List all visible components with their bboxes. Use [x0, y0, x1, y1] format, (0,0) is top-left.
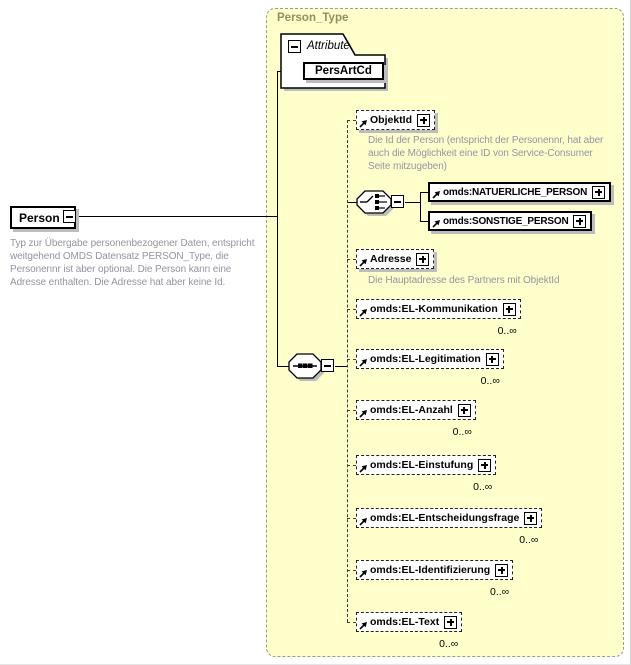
expand-icon[interactable] [416, 252, 430, 266]
element-label: ObjektId [370, 114, 413, 126]
connector-line [347, 202, 357, 203]
element-annotation: Die Hauptadresse des Partners mit Objekt… [368, 275, 560, 286]
attribute-persartcd[interactable]: PersArtCd [303, 62, 384, 80]
attribute-label: PersArtCd [315, 65, 372, 77]
reference-arrow-icon [359, 464, 368, 473]
expand-icon[interactable] [417, 113, 431, 127]
element-annotation: Die Id der Person (entspricht der Person… [368, 135, 604, 172]
reference-arrow-icon [432, 219, 441, 228]
reference-arrow-icon [432, 190, 441, 199]
expand-icon[interactable] [573, 214, 587, 228]
connector-line [420, 192, 428, 193]
element-label: omds:EL-Kommunikation [370, 303, 498, 315]
person-type-label: Person_Type [277, 12, 349, 24]
element-adresse[interactable]: Adresse [356, 249, 435, 269]
occurrence-label: 0..∞ [497, 325, 517, 337]
connector-line [405, 202, 420, 203]
element-el-text[interactable]: omds:EL-Text [356, 612, 466, 635]
reference-arrow-icon [359, 621, 368, 630]
reference-arrow-icon [359, 358, 368, 367]
element-label: omds:EL-Legitimation [370, 353, 481, 365]
element-label: omds:NATUERLICHE_PERSON [443, 186, 588, 198]
element-annotation: Typ zur Übergabe personenbezogener Daten… [10, 238, 255, 288]
element-sonstige-person[interactable]: omds:SONSTIGE_PERSON [428, 211, 593, 231]
element-label: omds:SONSTIGE_PERSON [443, 215, 569, 227]
connector-line [420, 221, 428, 222]
connector-line [70, 216, 277, 217]
collapse-icon[interactable] [63, 210, 76, 223]
connector-line-dashed [347, 570, 356, 571]
connector-line-dashed [347, 465, 356, 466]
connector-line-dashed [347, 410, 356, 411]
connector-line-dashed [347, 120, 348, 622]
element-group: omds:EL-Anzahl 0..∞ [356, 400, 479, 438]
element-el-kommunikation[interactable]: omds:EL-Kommunikation [356, 299, 524, 322]
connector-line-dashed [347, 359, 356, 360]
sequence-icon [288, 352, 328, 384]
expand-icon[interactable] [444, 615, 458, 629]
element-group: omds:EL-Entscheidungsfrage 0..∞ [356, 508, 546, 546]
person-type-container [266, 8, 624, 657]
connector-line-dashed [347, 309, 356, 310]
element-natuerliche-person[interactable]: omds:NATUERLICHE_PERSON [428, 182, 612, 202]
element-el-legitimation[interactable]: omds:EL-Legitimation [356, 349, 507, 372]
expand-icon[interactable] [524, 511, 538, 525]
collapse-icon[interactable] [391, 195, 404, 208]
connector-line [335, 366, 347, 367]
collapse-icon[interactable] [321, 359, 334, 372]
occurrence-label: 0..∞ [480, 375, 500, 387]
element-person[interactable]: Person [10, 206, 76, 229]
occurrence-label: 0..∞ [452, 426, 472, 438]
expand-icon[interactable] [485, 352, 499, 366]
element-el-anzahl[interactable]: omds:EL-Anzahl [356, 400, 479, 423]
element-label: omds:EL-Einstufung [370, 459, 474, 471]
element-group: omds:EL-Kommunikation 0..∞ [356, 299, 524, 337]
reference-arrow-icon [359, 517, 368, 526]
occurrence-label: 0..∞ [473, 481, 493, 493]
element-objektid[interactable]: ObjektId [356, 110, 436, 130]
attribute-section-label: Attribute [307, 40, 350, 52]
element-group: omds:EL-Einstufung 0..∞ [356, 455, 500, 493]
element-el-einstufung[interactable]: omds:EL-Einstufung [356, 455, 500, 478]
element-label: Adresse [370, 253, 412, 265]
reference-arrow-icon [359, 569, 368, 578]
element-group: omds:EL-Identifizierung 0..∞ [356, 560, 517, 598]
expand-icon[interactable] [457, 403, 471, 417]
element-label: omds:EL-Anzahl [370, 404, 453, 416]
collapse-icon[interactable] [288, 40, 301, 53]
element-label: omds:EL-Identifizierung [370, 564, 491, 576]
connector-line-dashed [347, 622, 356, 623]
element-group: omds:EL-Text 0..∞ [356, 612, 466, 650]
element-el-identifizierung[interactable]: omds:EL-Identifizierung [356, 560, 517, 583]
element-el-entscheidungsfrage[interactable]: omds:EL-Entscheidungsfrage [356, 508, 546, 531]
occurrence-label: 0..∞ [490, 586, 510, 598]
connector-line-dashed [347, 120, 356, 121]
expand-icon[interactable] [495, 563, 509, 577]
reference-arrow-icon [359, 409, 368, 418]
connector-line-dashed [347, 259, 356, 260]
expand-icon[interactable] [478, 458, 492, 472]
connector-line [277, 71, 278, 367]
connector-line [420, 192, 421, 222]
expand-icon[interactable] [502, 302, 516, 316]
connector-line-dashed [347, 518, 356, 519]
element-label: omds:EL-Text [370, 616, 440, 628]
connector-line [277, 366, 289, 367]
occurrence-label: 0..∞ [439, 638, 459, 650]
reference-arrow-icon [359, 258, 368, 267]
element-group: omds:EL-Legitimation 0..∞ [356, 349, 507, 387]
choice-icon [356, 189, 398, 219]
reference-arrow-icon [359, 308, 368, 317]
element-label: Person [19, 210, 60, 225]
occurrence-label: 0..∞ [519, 534, 539, 546]
reference-arrow-icon [359, 119, 368, 128]
expand-icon[interactable] [592, 185, 606, 199]
element-label: omds:EL-Entscheidungsfrage [370, 512, 520, 524]
